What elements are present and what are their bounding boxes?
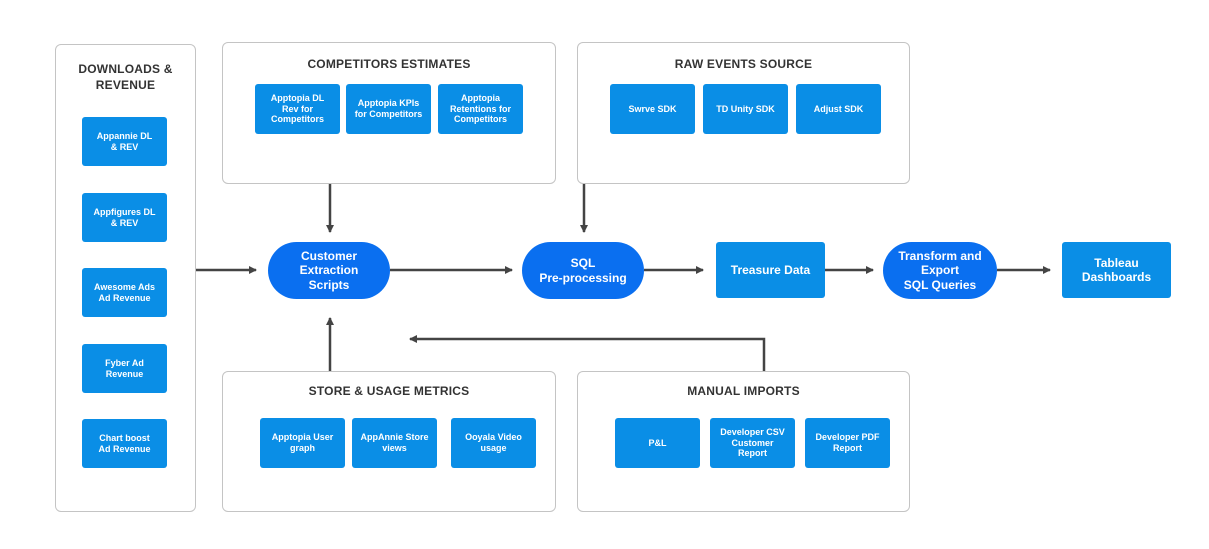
transform-export-sql-node[interactable]: Transform and Export SQL Queries	[883, 242, 997, 299]
downloads-revenue-title: DOWNLOADS & REVENUE	[78, 62, 173, 92]
apptopia-retentions-box[interactable]: Apptopia Retentions for Competitors	[438, 84, 523, 134]
competitors-estimates-title: COMPETITORS ESTIMATES	[307, 57, 471, 71]
treasure-data-node[interactable]: Treasure Data	[716, 242, 825, 298]
swrve-sdk-box[interactable]: Swrve SDK	[610, 84, 695, 134]
fyber-ad-revenue-box[interactable]: Fyber Ad Revenue	[82, 344, 167, 393]
appannie-store-views-box[interactable]: AppAnnie Store views	[352, 418, 437, 468]
apptopia-dl-rev-box[interactable]: Apptopia DL Rev for Competitors	[255, 84, 340, 134]
appfigures-dl-rev-box[interactable]: Appfigures DL & REV	[82, 193, 167, 242]
apptopia-user-graph-box[interactable]: Apptopia User graph	[260, 418, 345, 468]
apptopia-kpis-box[interactable]: Apptopia KPIs for Competitors	[346, 84, 431, 134]
developer-csv-report-box[interactable]: Developer CSV Customer Report	[710, 418, 795, 468]
sql-preprocessing-node[interactable]: SQL Pre-processing	[522, 242, 644, 299]
arrow-manual-to-extraction	[409, 335, 766, 371]
ooyala-video-usage-box[interactable]: Ooyala Video usage	[451, 418, 536, 468]
adjust-sdk-box[interactable]: Adjust SDK	[796, 84, 881, 134]
tableau-dashboards-node[interactable]: Tableau Dashboards	[1062, 242, 1171, 298]
raw-events-source-title: RAW EVENTS SOURCE	[674, 57, 813, 71]
store-usage-metrics-title: STORE & USAGE METRICS	[308, 384, 470, 398]
appannie-dl-rev-box[interactable]: Appannie DL & REV	[82, 117, 167, 166]
developer-pdf-report-box[interactable]: Developer PDF Report	[805, 418, 890, 468]
pnl-box[interactable]: P&L	[615, 418, 700, 468]
chartboost-ad-revenue-box[interactable]: Chart boost Ad Revenue	[82, 419, 167, 468]
td-unity-sdk-box[interactable]: TD Unity SDK	[703, 84, 788, 134]
customer-extraction-scripts-node[interactable]: Customer Extraction Scripts	[268, 242, 390, 299]
awesome-ads-revenue-box[interactable]: Awesome Ads Ad Revenue	[82, 268, 167, 317]
manual-imports-title: MANUAL IMPORTS	[687, 384, 800, 398]
